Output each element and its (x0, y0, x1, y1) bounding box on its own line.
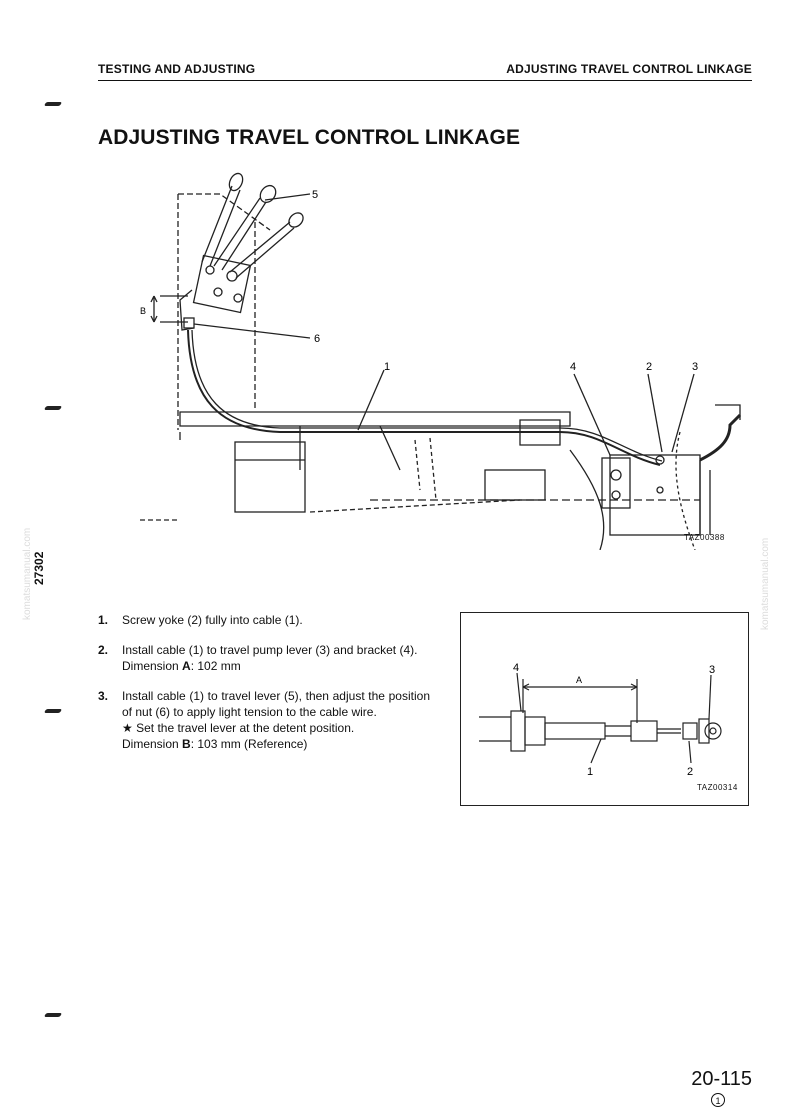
cable-detail-diagram: A 4 1 3 2 (479, 662, 722, 778)
label-b: B (140, 306, 146, 316)
step-2: 2. Install cable (1) to travel pump leve… (98, 642, 430, 674)
watermark-left: komatsumanual.com (22, 527, 33, 620)
cable-detail-figure: A 4 1 3 2 TAZ00314 (460, 612, 749, 806)
dimension-b: Dimension B: 103 mm (Reference) (122, 737, 308, 751)
label-1: 1 (587, 766, 593, 778)
label-1: 1 (384, 361, 390, 373)
step-3: 3. Install cable (1) to travel lever (5)… (98, 688, 430, 752)
procedure-steps: 1. Screw yoke (2) fully into cable (1). … (98, 612, 430, 766)
page-title: ADJUSTING TRAVEL CONTROL LINKAGE (98, 126, 521, 149)
label-6: 6 (314, 333, 320, 345)
step-text: Screw yoke (2) fully into cable (1). (122, 613, 303, 627)
label-2: 2 (646, 361, 652, 373)
header-rule (98, 80, 752, 81)
figure1-reference: TAZ00388 (684, 533, 725, 542)
step-note: ★ Set the travel lever at the detent pos… (122, 721, 355, 735)
header-section-title: TESTING AND ADJUSTING (98, 62, 256, 76)
watermark-right: komatsumanual.com (760, 537, 771, 630)
figure2-reference: TAZ00314 (697, 783, 738, 792)
binding-mark (43, 406, 63, 410)
label-5: 5 (312, 189, 318, 201)
step-number: 1. (98, 613, 109, 627)
step-text: Install cable (1) to travel lever (5), t… (122, 689, 430, 719)
side-document-number: 27302 (32, 551, 46, 585)
dimension-a: Dimension A: 102 mm (122, 659, 241, 673)
label-4: 4 (570, 361, 576, 373)
label-2: 2 (687, 766, 693, 778)
label-4: 4 (513, 662, 519, 674)
linkage-diagram: 5 6 B 1 4 2 3 (140, 172, 742, 550)
label-a: A (576, 675, 582, 685)
revision-mark: 1 (711, 1093, 725, 1107)
step-text: Install cable (1) to travel pump lever (… (122, 643, 418, 657)
label-3: 3 (692, 361, 698, 373)
page-number: 20-115 (691, 1068, 752, 1090)
header-page-topic: ADJUSTING TRAVEL CONTROL LINKAGE (506, 62, 752, 76)
step-1: 1. Screw yoke (2) fully into cable (1). (98, 612, 430, 628)
binding-mark (43, 709, 63, 713)
label-3: 3 (709, 664, 715, 676)
step-number: 3. (98, 689, 109, 703)
step-number: 2. (98, 643, 109, 657)
binding-mark (43, 1013, 63, 1017)
binding-mark (43, 102, 63, 106)
